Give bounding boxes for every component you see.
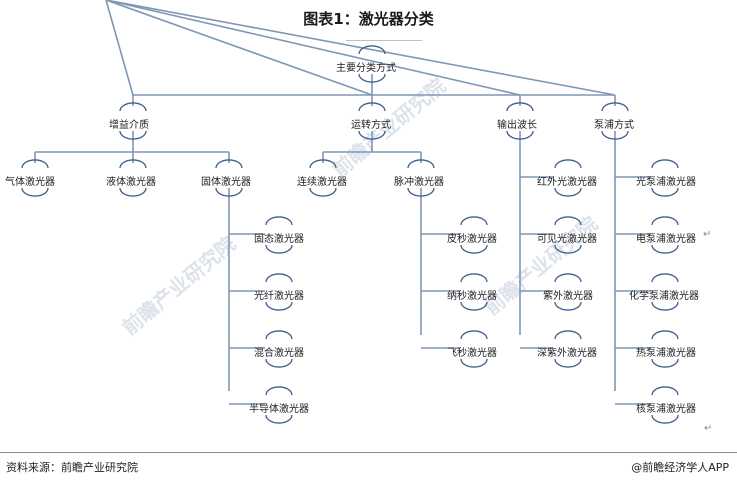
deep-uv-arc-top [554, 330, 582, 340]
deep-uv-arc-bottom [554, 358, 582, 368]
node-nanosecond-laser: 纳秒激光器 [447, 291, 497, 302]
title-underline [346, 40, 422, 41]
operation-arc-top [358, 102, 386, 112]
solid-state-arc-bottom [265, 244, 293, 254]
brand-credit: @前瞻经济学人APP [631, 461, 729, 474]
semiconductor-arc-bottom [265, 414, 293, 424]
solid-arc-bottom [215, 187, 243, 197]
femtosecond-arc-bottom [460, 358, 488, 368]
node-continuous-laser: 连续激光器 [297, 177, 347, 188]
liquid-arc-top [119, 159, 147, 169]
node-ultraviolet-laser: 紫外激光器 [543, 291, 593, 302]
node-liquid-laser: 液体激光器 [106, 177, 156, 188]
visible-arc-top [554, 216, 582, 226]
hybrid-arc-bottom [265, 358, 293, 368]
uv-arc-top [554, 273, 582, 283]
node-pulse-laser: 脉冲激光器 [394, 177, 444, 188]
node-optical-pump-laser: 光泵浦激光器 [636, 177, 696, 188]
thermal-arc-top [651, 330, 679, 340]
node-chemical-pump-laser: 化学泵浦激光器 [629, 291, 699, 302]
operation-arc-bottom [358, 130, 386, 140]
semiconductor-arc-top [265, 386, 293, 396]
femtosecond-arc-top [460, 330, 488, 340]
node-arcs [21, 45, 679, 424]
solid-state-arc-top [265, 216, 293, 226]
connector-line [105, 0, 134, 96]
wavelength-arc-bottom [506, 130, 534, 140]
infrared-arc-top [554, 159, 582, 169]
hybrid-arc-top [265, 330, 293, 340]
gain-medium-arc-top [119, 102, 147, 112]
solid-arc-top [215, 159, 243, 169]
root-arc-bottom [358, 73, 386, 83]
gas-arc-top [21, 159, 49, 169]
node-visible-laser: 可见光激光器 [537, 234, 597, 245]
connector-line [105, 0, 616, 96]
node-picosecond-laser: 皮秒激光器 [447, 234, 497, 245]
node-femtosecond-laser: 飞秒激光器 [447, 348, 497, 359]
fiber-arc-bottom [265, 301, 293, 311]
return-mark-icon: ↵ [704, 423, 713, 434]
optical-arc-top [651, 159, 679, 169]
node-infrared-laser: 红外光激光器 [537, 177, 597, 188]
node-gas-laser: 气体激光器 [5, 177, 55, 188]
node-nuclear-pump-laser: 核泵浦激光器 [636, 404, 696, 415]
electrical-arc-top [651, 216, 679, 226]
connector-line [105, 0, 373, 96]
thermal-arc-bottom [651, 358, 679, 368]
footer-divider [0, 452, 737, 453]
gas-arc-bottom [21, 187, 49, 197]
pulse-arc-top [407, 159, 435, 169]
node-thermal-pump-laser: 热泵浦激光器 [636, 348, 696, 359]
pumping-arc-bottom [601, 130, 629, 140]
gain-medium-arc-bottom [119, 130, 147, 140]
source-note: 资料来源：前瞻产业研究院 [6, 461, 138, 474]
wavelength-arc-top [506, 102, 534, 112]
node-semiconductor-laser: 半导体激光器 [249, 404, 309, 415]
liquid-arc-bottom [119, 187, 147, 197]
fiber-arc-top [265, 273, 293, 283]
node-output-wavelength: 输出波长 [497, 120, 537, 131]
node-deep-ultraviolet-laser: 深紫外激光器 [537, 348, 597, 359]
node-pumping-mode: 泵浦方式 [594, 120, 634, 131]
root-arc-top [358, 45, 386, 55]
pulse-arc-bottom [407, 187, 435, 197]
nanosecond-arc-top [460, 273, 488, 283]
node-electrical-pump-laser: 电泵浦激光器 [636, 234, 696, 245]
electrical-arc-bottom [651, 244, 679, 254]
continuous-arc-bottom [309, 187, 337, 197]
return-mark-icon: ↵ [703, 229, 712, 240]
node-root: 主要分类方式 [336, 63, 396, 74]
picosecond-arc-bottom [460, 244, 488, 254]
node-hybrid-laser: 混合激光器 [254, 348, 304, 359]
visible-arc-bottom [554, 244, 582, 254]
page-title: 图表1：激光器分类 [303, 10, 434, 28]
connector-line [105, 0, 521, 96]
pumping-arc-top [601, 102, 629, 112]
node-gain-medium: 增益介质 [109, 120, 149, 131]
chemical-arc-top [651, 273, 679, 283]
uv-arc-bottom [554, 301, 582, 311]
continuous-arc-top [309, 159, 337, 169]
chemical-arc-bottom [651, 301, 679, 311]
nuclear-arc-top [651, 386, 679, 396]
node-operation-mode: 运转方式 [351, 120, 391, 131]
infrared-arc-bottom [554, 187, 582, 197]
node-solid-state-laser: 固态激光器 [254, 234, 304, 245]
optical-arc-bottom [651, 187, 679, 197]
picosecond-arc-top [460, 216, 488, 226]
nanosecond-arc-bottom [460, 301, 488, 311]
node-fiber-laser: 光纤激光器 [254, 291, 304, 302]
connector-lines [34, 0, 651, 405]
node-solid-laser: 固体激光器 [201, 177, 251, 188]
nuclear-arc-bottom [651, 414, 679, 424]
